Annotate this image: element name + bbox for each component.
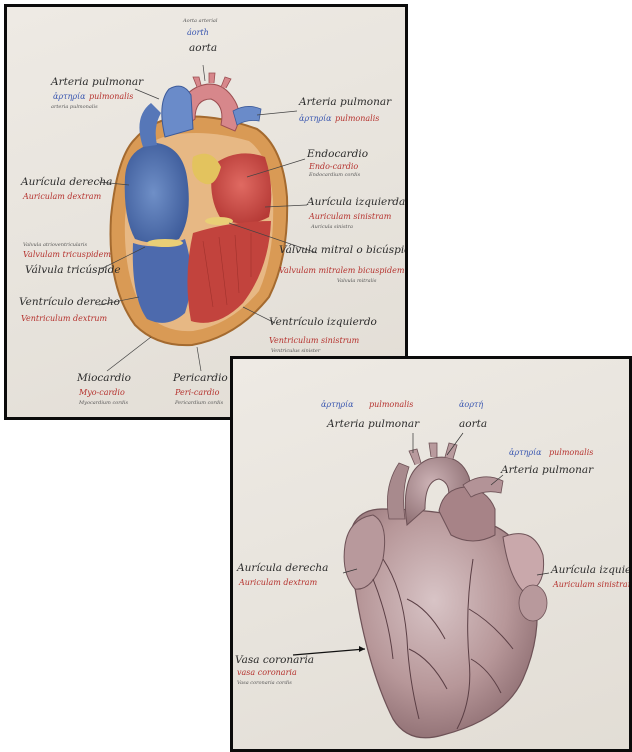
pulmonary-artery-left-greek: ἀρτηρία bbox=[53, 93, 86, 101]
aorta-label: aorta bbox=[459, 419, 487, 430]
heart-exterior-illustration bbox=[233, 359, 629, 749]
pulmonary-top-greek: ἀρτηρία bbox=[321, 401, 354, 409]
left-lower-lobe bbox=[519, 585, 547, 621]
endocardium-note: Endocardium cordis bbox=[309, 173, 360, 178]
endocardium-label: Endocardio bbox=[307, 149, 368, 160]
aorta-greek-label: ἀορτή bbox=[459, 401, 483, 409]
pulmonary-artery-right-label: Arteria pulmonar bbox=[299, 97, 391, 108]
left-atrium-shape bbox=[211, 153, 271, 223]
right-ventricle-label: Ventrículo derecho bbox=[19, 297, 120, 308]
coronary-latin: vasa coronaria bbox=[237, 669, 297, 677]
pulmonary-right-greek: ἀρτηρία bbox=[509, 449, 542, 457]
pulmonary-artery-right-greek: ἀρτηρία bbox=[299, 115, 332, 123]
pulmonary-artery-right-latin: pulmonalis bbox=[335, 115, 379, 123]
pulmonary-right-label: Arteria pulmonar bbox=[501, 465, 593, 476]
right-atrium-shape bbox=[125, 143, 189, 243]
left-atrium-note: Auricula sinistra bbox=[311, 225, 353, 230]
left-atrium-label: Aurícula izquierda bbox=[551, 565, 629, 576]
tricuspid-valve-shape bbox=[147, 239, 183, 247]
pulmonary-top-label: Arteria pulmonar bbox=[327, 419, 419, 430]
heart-exterior-photo: ἀρτηρία pulmonalis Arteria pulmonar ἀορτ… bbox=[230, 356, 632, 752]
tricuspid-latin: Valvulam tricuspidem bbox=[23, 251, 111, 259]
coronary-label: Vasa coronaria bbox=[235, 655, 314, 666]
left-ventricle-label: Ventrículo izquierdo bbox=[269, 317, 377, 328]
pericardium-note: Pericardium cordis bbox=[175, 401, 223, 406]
pulmonary-top-latin: pulmonalis bbox=[369, 401, 413, 409]
left-ventricle-note: Ventriculus sinister bbox=[271, 349, 320, 354]
left-atrium-label: Aurícula izquierda bbox=[307, 197, 405, 208]
right-atrium-label: Aurícula derecha bbox=[21, 177, 112, 188]
mitral-latin: Valvulam mitralem bicuspidem bbox=[279, 267, 404, 275]
pulmonary-artery-left-note: arteria pulmonalis bbox=[51, 105, 98, 110]
tricuspid-note: Valvula atrioventricularis bbox=[23, 243, 87, 248]
mitral-note: Valvula mitralis bbox=[337, 279, 376, 284]
aorta-greek-label: áorth bbox=[187, 29, 209, 37]
pulmonary-right-latin: pulmonalis bbox=[549, 449, 593, 457]
mitral-label: Válvula mitral o bicúspide bbox=[279, 245, 405, 256]
pericardium-latin: Peri-cardio bbox=[175, 389, 219, 397]
right-atrium-latin: Auriculam dextram bbox=[23, 193, 101, 201]
myocardium-latin: Myo-cardio bbox=[79, 389, 125, 397]
right-ventricle-latin: Ventriculum dextrum bbox=[21, 315, 107, 323]
left-atrium-latin: Auriculam sinistram bbox=[553, 581, 629, 589]
aorta-small-label: Aorta arterial bbox=[183, 19, 218, 24]
pulmonary-trunk-shape bbox=[162, 86, 193, 137]
endocardium-latin: Endo-cardio bbox=[309, 163, 358, 171]
myocardium-note: Myocardium cordis bbox=[79, 401, 128, 406]
right-atrium-label: Aurícula derecha bbox=[237, 563, 328, 574]
pulmonary-artery-left-latin: pulmonalis bbox=[89, 93, 133, 101]
right-atrium-latin: Auriculam dextram bbox=[239, 579, 317, 587]
mitral-valve-shape bbox=[205, 217, 233, 225]
paper-sheet: ἀρτηρία pulmonalis Arteria pulmonar ἀορτ… bbox=[233, 359, 629, 749]
coronary-note: Vasa coronaria cordis bbox=[237, 681, 292, 686]
pericardium-label: Pericardio bbox=[173, 373, 228, 384]
left-atrium-latin: Auriculam sinistram bbox=[309, 213, 391, 221]
aorta-label: aorta bbox=[189, 43, 217, 54]
left-ventricle-latin: Ventriculum sinistrum bbox=[269, 337, 359, 345]
pulmonary-branch-right-shape bbox=[233, 106, 261, 125]
pulmonary-artery-left-label: Arteria pulmonar bbox=[51, 77, 143, 88]
myocardium-label: Miocardio bbox=[77, 373, 131, 384]
tricuspid-label: Válvula tricúspide bbox=[25, 265, 121, 276]
